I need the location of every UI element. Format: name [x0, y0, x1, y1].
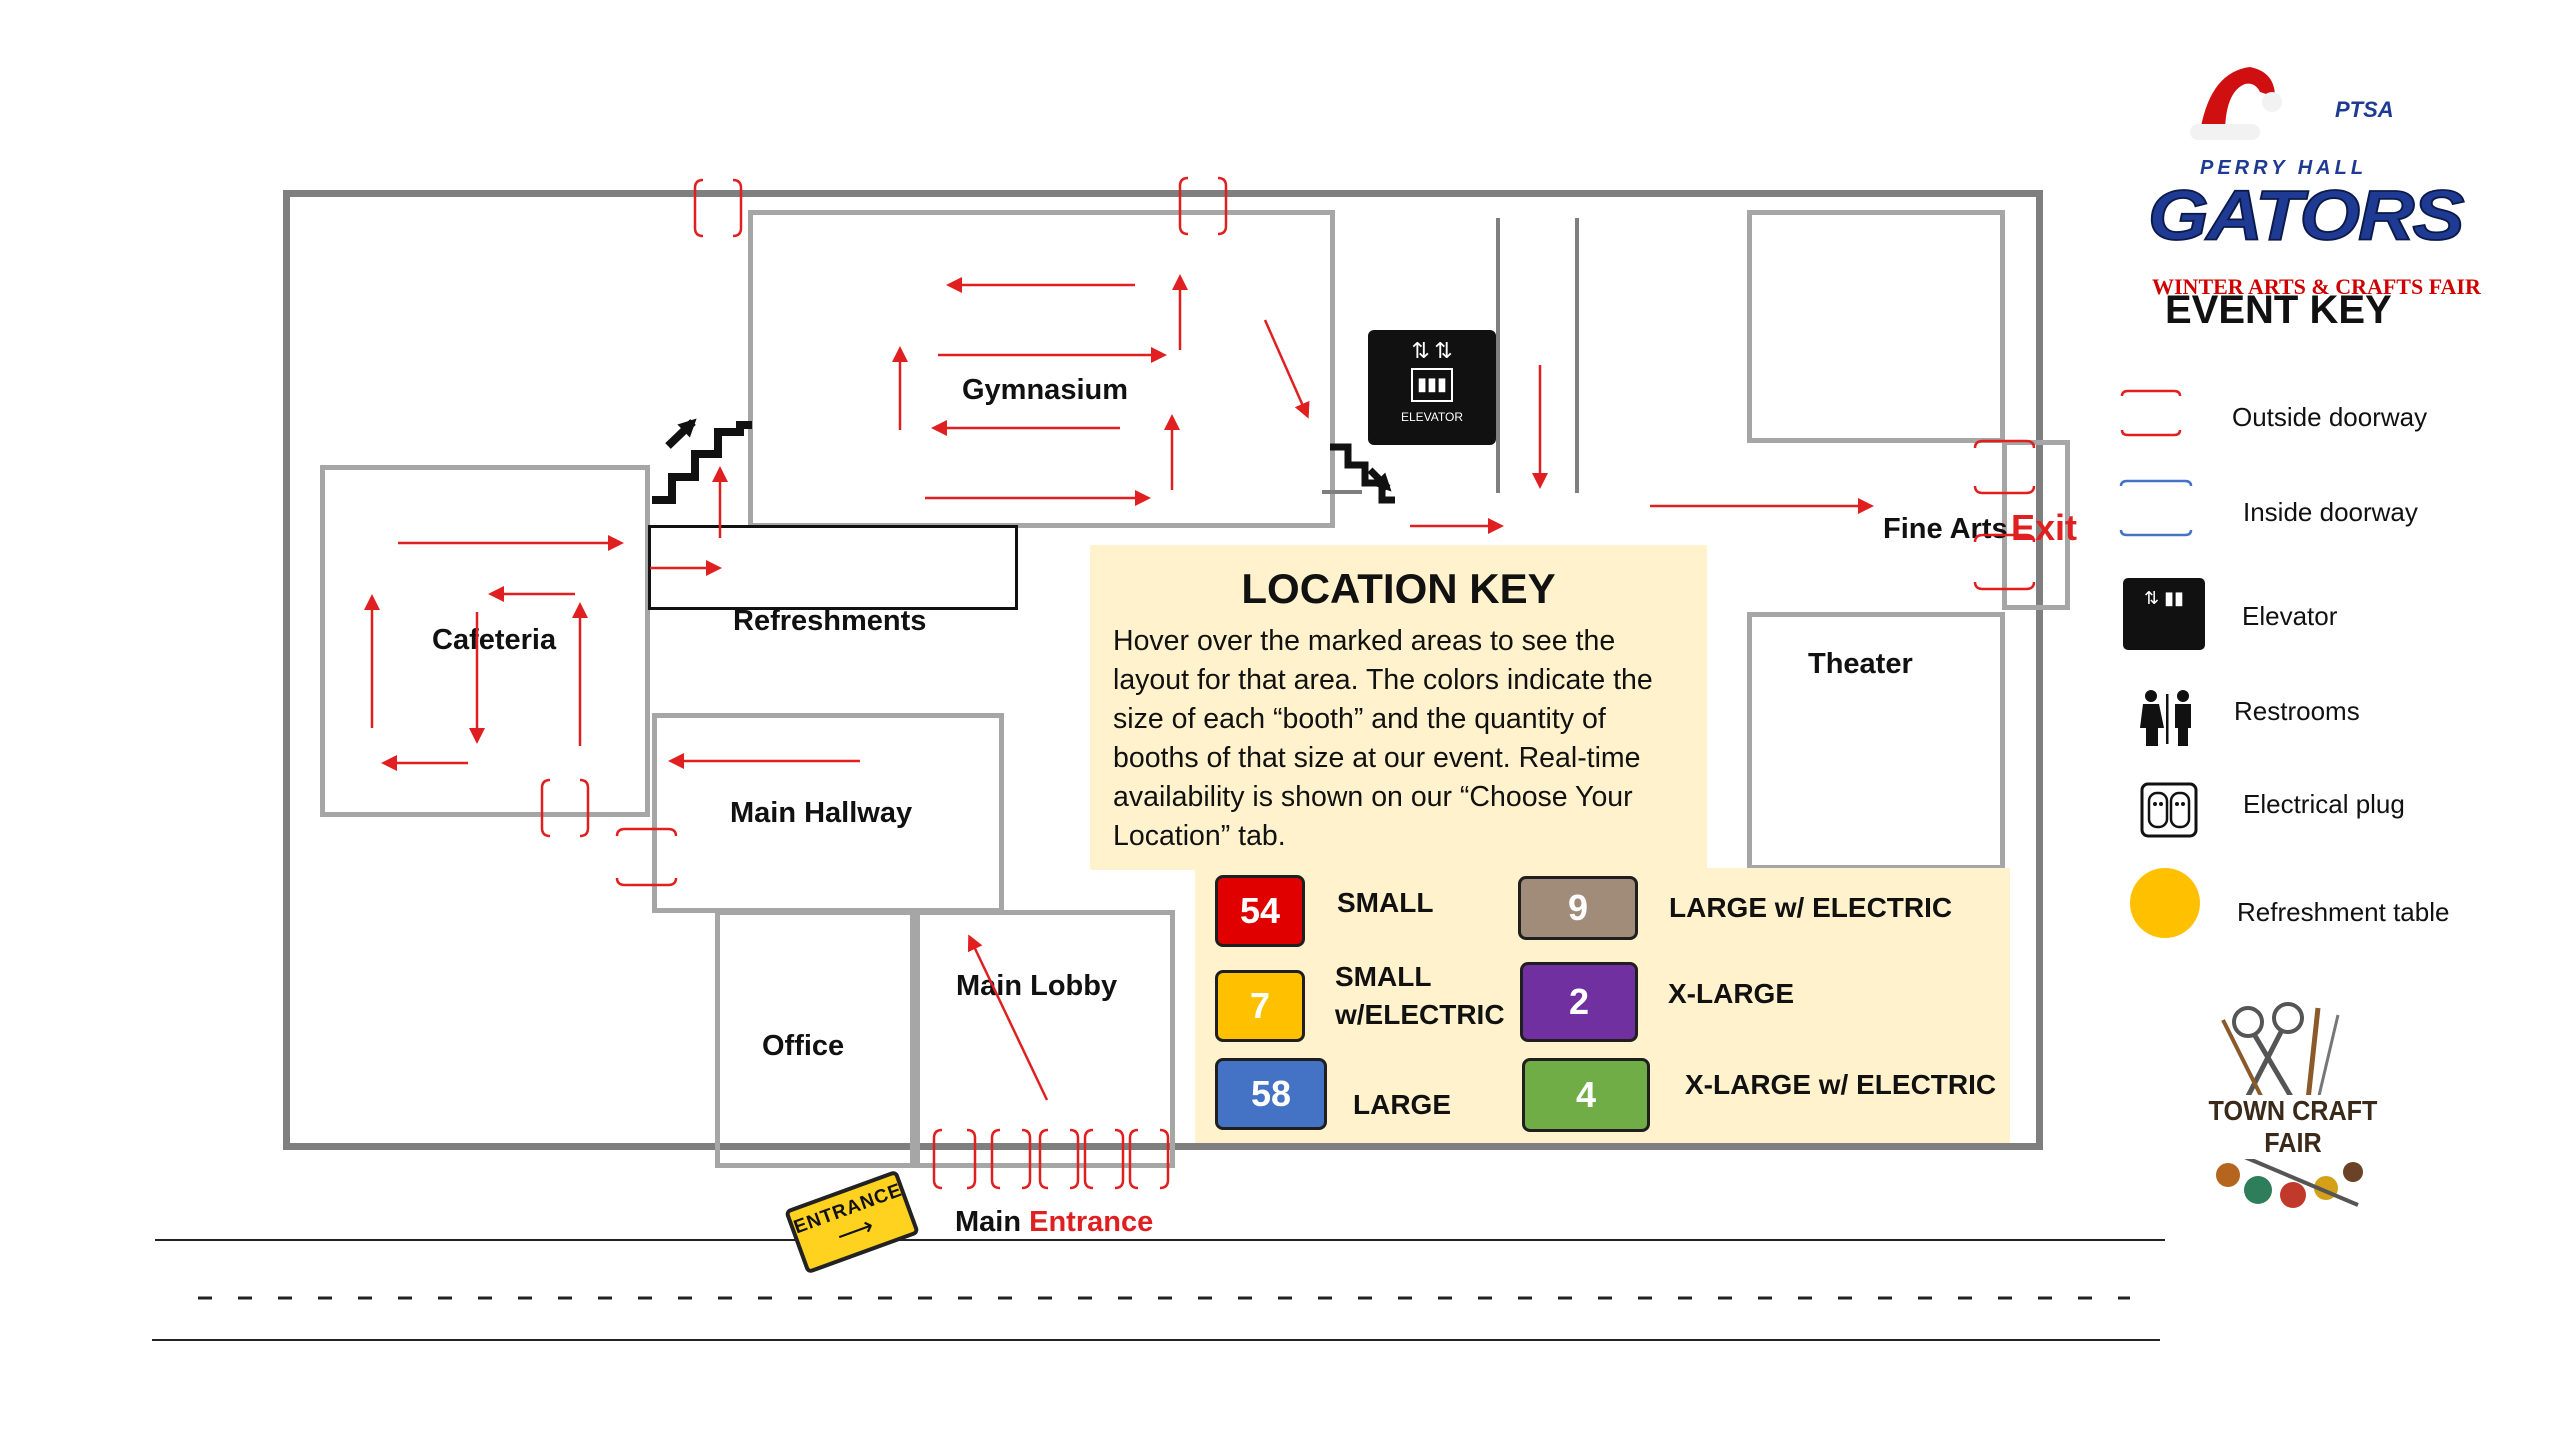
booth-size-xlarge-swatch[interactable]: 2 [1520, 962, 1638, 1042]
outside-doorway-key-label: Outside doorway [2232, 402, 2428, 432]
outside-doorway-markers [540, 176, 2036, 1190]
room-fine-arts-exit-vestibule [2002, 440, 2070, 610]
elevator-arrows: ⇅ ⇅ [1411, 338, 1453, 363]
room-gymnasium[interactable] [748, 210, 1335, 528]
gators-logo: PTSA PERRY HALL GATORS WINTER ARTS & CRA… [2140, 42, 2481, 299]
room-cafeteria[interactable] [320, 465, 650, 817]
electrical-plug-key-label: Electrical plug [2243, 789, 2405, 819]
stairs-icon [1330, 443, 1395, 504]
location-key-panel [1090, 545, 1707, 870]
office-label: Office [762, 1030, 845, 1062]
main-hallway-label: Main Hallway [730, 797, 913, 829]
booth-size-large-electric-label: LARGE w/ ELECTRIC [1669, 892, 1953, 923]
label-line: SMALL [1335, 961, 1432, 992]
traffic-flow-arrows [364, 274, 1874, 1101]
restroom-icon [2140, 690, 2191, 746]
town-craft-fair-logo: TOWN CRAFT FAIR [2168, 1000, 2418, 1220]
refreshments-table-area[interactable] [648, 525, 1018, 610]
plug-icon [2140, 782, 2198, 838]
restrooms-key-label: Restrooms [2234, 696, 2360, 726]
corridor-wall [1575, 218, 1579, 493]
gators-text: GATORS [2147, 175, 2465, 256]
main-lobby-label: Main Lobby [956, 970, 1118, 1002]
event-key-title: EVENT KEY [2165, 288, 2392, 332]
cafeteria-label: Cafeteria [432, 624, 557, 656]
elevator-key-label: Elevator [2242, 601, 2338, 631]
gymnasium-label: Gymnasium [962, 374, 1128, 406]
town-craft-fair-text: TOWN CRAFT FAIR [2182, 1095, 2404, 1159]
exit-label: Exit [2011, 507, 2078, 548]
inside-doorway-icon [2119, 479, 2193, 537]
location-key-description: Hover over the marked areas to see the l… [1113, 625, 1653, 852]
theater-label: Theater [1808, 648, 1913, 680]
inside-doorway-key-label: Inside doorway [2243, 497, 2418, 527]
booth-size-large-electric-swatch[interactable]: 9 [1518, 876, 1638, 940]
room-upper-right[interactable] [1747, 210, 2005, 443]
booth-size-xlarge-label: X-LARGE [1668, 978, 1794, 1009]
entrance-word: Entrance [1029, 1206, 1154, 1238]
outside-doorway-icon [2120, 389, 2182, 437]
booth-size-small-label: SMALL [1337, 887, 1434, 918]
refreshment-table-icon [2130, 868, 2200, 938]
elevator-sign-text: ELEVATOR [1400, 410, 1464, 424]
booth-size-small-electric-label: SMALL w/ELECTRIC [1335, 958, 1505, 1034]
perry-hall-text: PERRY HALL [2200, 157, 2368, 179]
stairs-icon [652, 418, 752, 504]
elevator-icon[interactable]: ⇅ ⇅ ▮▮▮ ELEVATOR [1368, 330, 1496, 445]
santa-hat-icon [2190, 67, 2282, 140]
craft-tools-icon [2216, 1002, 2363, 1208]
main-word: Main [955, 1206, 1022, 1238]
main-entrance-label: Main Entrance [955, 1206, 1153, 1239]
corridor-wall [1496, 218, 1500, 493]
elevator-key-glyph: ⇅ ▮▮ [2144, 588, 2184, 608]
room-theater[interactable] [1747, 612, 2005, 870]
refreshment-table-key-label: Refreshment table [2237, 897, 2450, 927]
event-name-text: WINTER ARTS & CRAFTS FAIR [2152, 274, 2481, 299]
refreshments-label: Refreshments [733, 605, 927, 637]
elevator-key-icon: ⇅ ▮▮ [2123, 578, 2205, 650]
booth-size-small-electric-swatch[interactable]: 7 [1215, 970, 1305, 1042]
location-key-title: LOCATION KEY [1241, 565, 1556, 612]
building-outline [283, 190, 2043, 1150]
room-main-lobby[interactable] [915, 910, 1175, 1168]
booth-size-large-label: LARGE [1353, 1089, 1451, 1120]
booth-size-large-swatch[interactable]: 58 [1215, 1058, 1327, 1130]
booth-size-small-swatch[interactable]: 54 [1215, 875, 1305, 947]
room-office[interactable] [715, 910, 915, 1168]
ptsa-text: PTSA [2335, 97, 2394, 122]
elevator-people: ▮▮▮ [1411, 368, 1453, 402]
booth-size-xlarge-electric-swatch[interactable]: 4 [1522, 1058, 1650, 1132]
booth-size-xlarge-electric-label: X-LARGE w/ ELECTRIC [1685, 1069, 1997, 1100]
label-line: w/ELECTRIC [1335, 999, 1505, 1030]
fine-arts-label: Fine Arts [1883, 513, 2008, 545]
